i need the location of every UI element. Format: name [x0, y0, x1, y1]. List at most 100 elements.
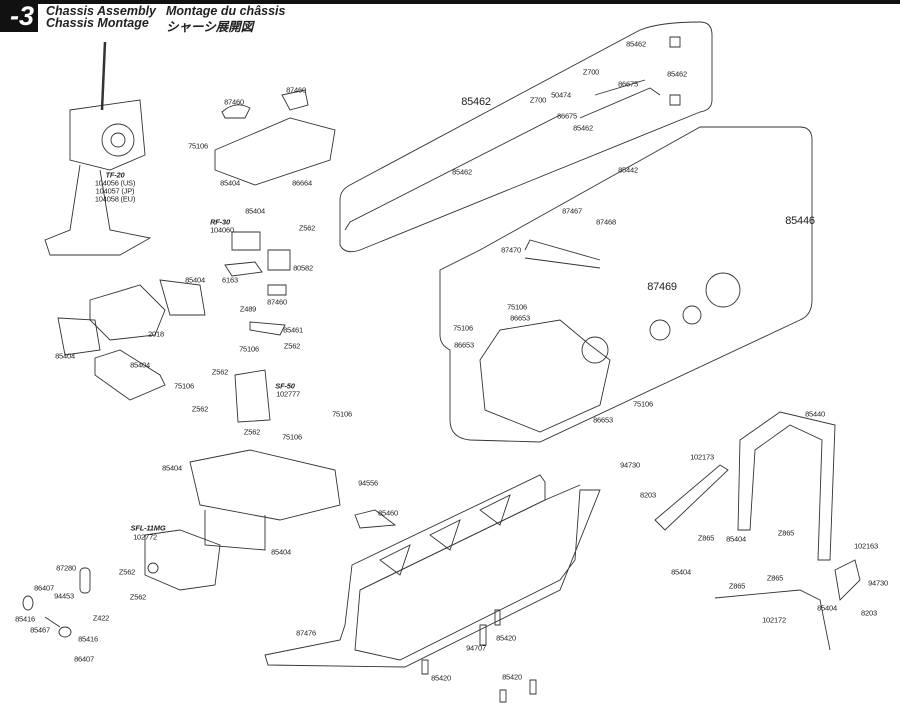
body-mount-drawing	[655, 412, 860, 650]
part-label: Z700	[529, 95, 547, 105]
part-label: Z562	[211, 367, 229, 377]
part-label: 86653	[510, 313, 530, 323]
part-label: 85404	[220, 178, 240, 188]
part-label: 86664	[292, 178, 312, 188]
part-label: 85416	[15, 614, 35, 624]
part-label: SFL-11MG	[130, 523, 166, 533]
part-label: 104057 (JP)	[95, 186, 135, 196]
part-label: Z562	[191, 404, 209, 414]
part-label: 85420	[431, 673, 451, 683]
part-label: 104058 (EU)	[94, 194, 136, 204]
part-label: 104056 (US)	[94, 178, 136, 188]
servo-sfl11mg-drawing	[145, 530, 220, 590]
part-label: 85462	[452, 167, 472, 177]
throttle-linkage-group-outline	[340, 22, 712, 252]
part-label: Z562	[298, 223, 316, 233]
servo-sf50-drawing	[235, 370, 270, 422]
part-label: 86675	[618, 79, 638, 89]
part-label: 75106	[507, 302, 527, 312]
part-label: 2018	[148, 329, 164, 339]
part-label: 94453	[54, 591, 74, 601]
part-label: 87476	[296, 628, 316, 638]
throttle-linkage-drawing	[345, 37, 680, 230]
part-label: 85404	[162, 463, 182, 473]
receiver-parts-drawing	[225, 232, 290, 335]
part-label: Z562	[129, 592, 147, 602]
part-label: 6163	[222, 275, 238, 285]
part-label: 87469	[647, 281, 677, 293]
part-label: 8203	[861, 608, 877, 618]
body-posts-drawing	[355, 510, 536, 702]
part-label: Z562	[283, 341, 301, 351]
part-label: 87280	[56, 563, 76, 573]
part-label: 102777	[276, 389, 300, 399]
part-label: 75106	[174, 381, 194, 391]
part-label: 85440	[805, 409, 825, 419]
part-label: 85404	[726, 534, 746, 544]
battery-foam-drawing	[58, 280, 205, 400]
part-label: 75106	[188, 141, 208, 151]
part-label: 85462	[667, 69, 687, 79]
part-label: 87468	[596, 217, 616, 227]
part-label: 75106	[453, 323, 473, 333]
part-label: 85404	[817, 603, 837, 613]
part-label: Z865	[697, 533, 715, 543]
part-label: 86653	[454, 340, 474, 350]
part-label: 85404	[185, 275, 205, 285]
part-label: 85467	[30, 625, 50, 635]
title-french: Montage du châssis	[166, 4, 286, 18]
part-label: 87467	[562, 206, 582, 216]
body-cover-drawing	[215, 90, 335, 185]
part-label: 85461	[283, 325, 303, 335]
part-label: 85462	[626, 39, 646, 49]
part-label: 85416	[78, 634, 98, 644]
part-label: 94556	[358, 478, 378, 488]
part-label: 75106	[282, 432, 302, 442]
part-label: Z422	[92, 613, 110, 623]
title-german: Chassis Montage	[46, 16, 149, 30]
part-label: 102163	[854, 541, 878, 551]
part-label: SF-50	[275, 381, 295, 391]
part-label: 87470	[501, 245, 521, 255]
part-label: 87460	[286, 85, 306, 95]
part-label: Z865	[766, 573, 784, 583]
part-label: 87460	[224, 97, 244, 107]
part-label: 94707	[466, 643, 486, 653]
chassis-plate-drawing	[265, 475, 600, 667]
part-label: 102173	[690, 452, 714, 462]
part-label: Z865	[728, 581, 746, 591]
part-label: 86675	[557, 111, 577, 121]
fuel-tank-drawing	[480, 240, 740, 432]
part-label: 8203	[640, 490, 656, 500]
part-label: Z489	[239, 304, 257, 314]
radio-tray-drawing	[190, 450, 340, 550]
part-label: 85462	[461, 96, 491, 108]
part-label: 85442	[618, 165, 638, 175]
fuel-tank-group-outline	[440, 127, 812, 442]
steering-links-drawing	[23, 568, 90, 637]
part-label: Z562	[118, 567, 136, 577]
part-label: 94730	[868, 578, 888, 588]
header-rule	[0, 0, 900, 4]
part-label: 75106	[332, 409, 352, 419]
part-label: Z700	[582, 67, 600, 77]
part-label: 102772	[133, 532, 157, 542]
part-label: 85404	[245, 206, 265, 216]
part-label: TF-20	[105, 170, 125, 180]
part-label: 75106	[633, 399, 653, 409]
part-label: 85462	[573, 123, 593, 133]
part-label: 85404	[671, 567, 691, 577]
part-label: 85460	[378, 508, 398, 518]
part-label: 86653	[593, 415, 613, 425]
part-label: 86407	[34, 583, 54, 593]
part-label: 85446	[785, 215, 815, 227]
part-label: 85420	[496, 633, 516, 643]
title-english: Chassis Assembly	[46, 4, 157, 18]
part-label: RF-30	[210, 217, 230, 227]
title-japanese: シャーシ展開図	[166, 20, 254, 34]
part-label: Z865	[777, 528, 795, 538]
part-label: 85404	[271, 547, 291, 557]
part-label: 75106	[239, 344, 259, 354]
part-label: 80582	[293, 263, 313, 273]
